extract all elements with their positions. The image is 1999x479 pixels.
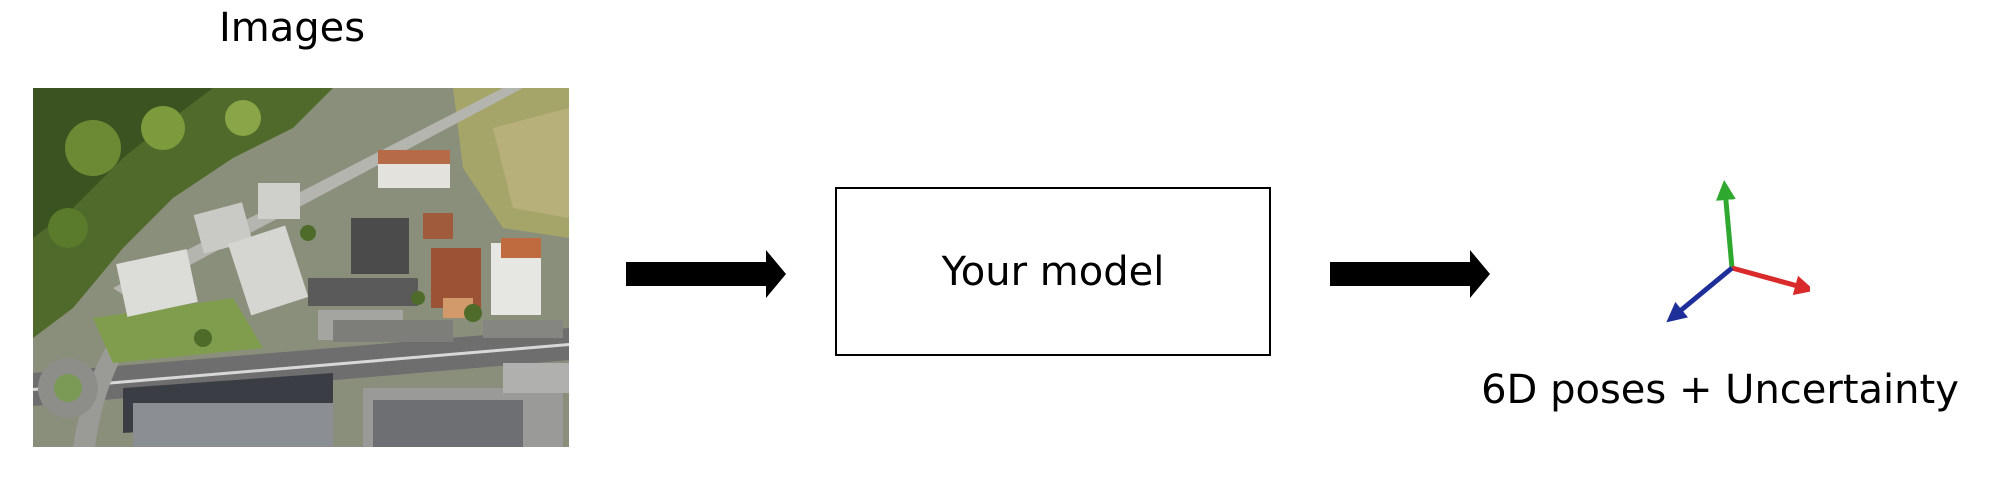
coordinate-axes-icon [1666,180,1810,323]
axis-z [1666,266,1734,323]
input-title: Images [218,5,366,51]
axis-y [1715,180,1736,269]
aerial-photo [33,88,569,447]
arrow-right-icon [626,250,786,298]
arrow-right-icon [1330,250,1490,298]
model-label: Your model [941,248,1165,295]
output-label: 6D poses + Uncertainty [1481,367,1959,413]
model-box: Your model [835,187,1271,356]
axis-x [1731,265,1810,296]
